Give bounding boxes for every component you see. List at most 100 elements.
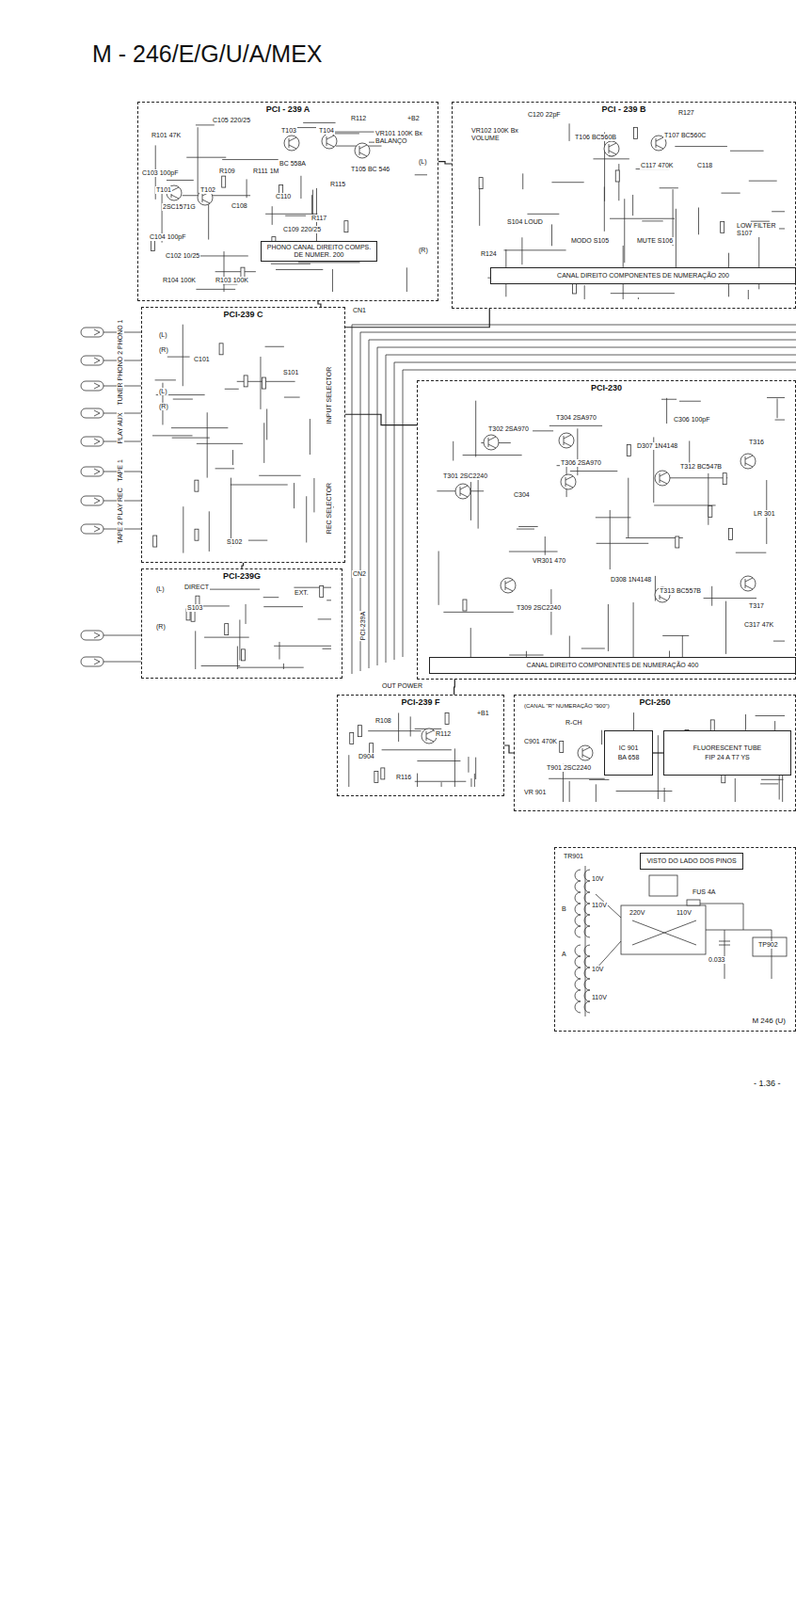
box-text: VISTO DO LADO DOS PINOS	[640, 856, 743, 866]
component-label: EXT.	[293, 589, 310, 597]
board-wire	[345, 413, 417, 425]
component-label: T301 2SC2240	[442, 472, 489, 480]
component-label: BC 558A	[278, 159, 307, 168]
component-label: C108	[230, 202, 249, 210]
component-label: R124	[479, 250, 498, 258]
component-label: T104	[318, 127, 335, 135]
component-label: C901 470K	[523, 737, 558, 746]
component-label: VR 901	[523, 788, 547, 796]
component-label: T101	[155, 186, 173, 194]
board-name: PCI-250	[636, 697, 673, 708]
component-label: D307 1N4148	[636, 442, 679, 450]
component-label: T302 2SA970	[487, 425, 530, 433]
box-text: IC 901	[604, 743, 653, 753]
component-label: R115	[329, 180, 347, 189]
component-label: +B2	[406, 114, 421, 123]
component-label: (R)	[158, 402, 170, 411]
component-label: REC SELECTOR	[325, 481, 334, 535]
box-text: BA 658	[604, 752, 653, 763]
component-label: C117 470K	[639, 161, 675, 170]
component-label: R104 100K	[161, 276, 197, 285]
board-name: PCI-230	[588, 382, 625, 394]
component-label: CN2	[351, 570, 367, 578]
component-label: T316	[748, 438, 765, 446]
component-label: C118	[696, 161, 714, 170]
component-label: R127	[677, 109, 696, 117]
component-label: TP902	[757, 940, 780, 949]
component-label: T103	[280, 127, 298, 135]
text-box: FLUORESCENT TUBEFIP 24 A T7 YS	[663, 730, 792, 776]
board-name: M 246 (U)	[749, 1016, 788, 1025]
board-name: PCI - 239 A	[263, 104, 314, 115]
component-label: D904	[357, 752, 376, 761]
component-label: FUS 4A	[691, 888, 717, 896]
component-label: VR101 100K Bx BALANÇO	[374, 129, 428, 145]
component-label: B	[560, 905, 568, 913]
component-label: T312 BC547B	[679, 462, 723, 471]
component-label: - 1.36 -	[752, 1078, 782, 1088]
component-label: +B1	[476, 709, 491, 717]
component-label: T317	[748, 602, 765, 610]
board-wire	[453, 679, 456, 695]
component-label: 110V	[590, 901, 608, 909]
component-label: TUNER PHONO 2 PHONO 1	[116, 318, 125, 406]
component-label: T107 BC560C	[663, 131, 707, 140]
component-label: C109 220/25	[282, 225, 322, 234]
component-label: R109	[218, 167, 237, 176]
component-label: R112	[434, 730, 452, 738]
component-label: 110V	[590, 993, 608, 1002]
component-label: MUTE S106	[636, 237, 674, 245]
component-label: T106 BC560B	[573, 133, 618, 142]
component-label: C101	[192, 355, 211, 364]
component-label: T309 2SC2240	[515, 604, 562, 612]
component-label: T105 BC 546	[350, 165, 391, 174]
board-name: PCI-239 F	[398, 697, 443, 708]
text-box: IC 901BA 658	[604, 730, 653, 776]
text-box: VISTO DO LADO DOS PINOS	[639, 852, 744, 870]
component-label: T306 2SA970	[559, 459, 603, 467]
component-label: PCI-239A	[359, 610, 367, 641]
component-label: (R)	[155, 622, 167, 631]
component-label: S104 LOUD	[506, 218, 544, 226]
component-label: C120 22pF	[526, 111, 562, 119]
wiring	[80, 122, 796, 1017]
box-text: CANAL DIREITO COMPONENTES DE NUMERAÇÃO 2…	[491, 270, 796, 281]
component-label: (CANAL "R" NUMERAÇÃO "900")	[523, 702, 611, 710]
component-label: T102	[199, 186, 217, 194]
circuit-board-region: PCI-230CANAL DIREITO COMPONENTES DE NUME…	[416, 380, 796, 680]
component-label: S102	[225, 538, 243, 546]
component-label: R116	[395, 773, 413, 781]
component-label: INPUT SELECTOR	[325, 366, 334, 425]
component-label: 110V	[675, 908, 693, 917]
component-label: D308 1N4148	[609, 575, 653, 584]
component-label: OUT POWER	[381, 682, 424, 690]
component-label: LR 301	[752, 509, 777, 518]
component-label: VR102 100K Bx VOLUME	[470, 127, 526, 143]
component-label: MODO S105	[570, 237, 610, 245]
component-label: 220V	[628, 908, 646, 917]
component-label: 0.033	[707, 955, 727, 964]
component-label: (L)	[158, 331, 169, 339]
component-label: R111 1M	[252, 167, 280, 176]
circuit-board-region: PCI-239G	[141, 568, 343, 679]
component-label: 10V	[590, 875, 605, 883]
component-label: C110	[274, 192, 292, 201]
component-label: CN1	[351, 306, 367, 315]
component-label: C104 100pF	[148, 233, 188, 241]
board-wire	[438, 161, 452, 164]
circuit-board-region: PCI-239 C	[141, 306, 346, 563]
component-label: TAPE 2 PLAY REC	[116, 486, 125, 545]
component-label: 2SC1571G	[161, 203, 197, 211]
component-label: 10V	[590, 965, 605, 973]
component-label: R108	[374, 716, 393, 725]
component-label: R101 47K	[150, 131, 182, 140]
component-label: (L)	[155, 585, 166, 593]
circuit-board-region: PCI-250IC 901BA 658FLUORESCENT TUBEFIP 2…	[513, 694, 796, 812]
component-label: PLAY AUX	[116, 411, 125, 445]
component-label: LOW FILTER S107	[735, 222, 780, 238]
component-label: T313 BC557B	[658, 587, 702, 595]
box-text: FIP 24 A T7 YS	[664, 752, 791, 763]
